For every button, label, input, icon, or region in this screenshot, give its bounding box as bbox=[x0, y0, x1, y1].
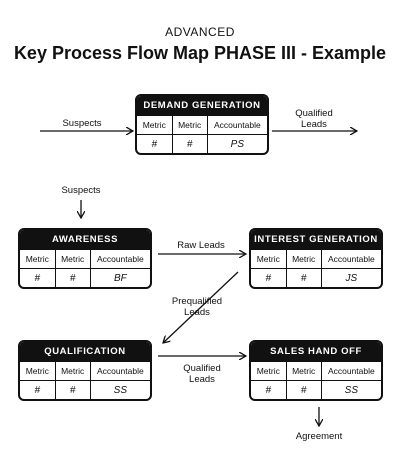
agreement-label: Agreement bbox=[295, 431, 343, 442]
metric-label: Metric bbox=[286, 362, 322, 381]
box-title: QUALIFICATION bbox=[20, 342, 150, 362]
metric-label: Metric bbox=[137, 116, 173, 135]
accountable-label: Accountable bbox=[207, 116, 267, 135]
metric-value: # bbox=[20, 380, 56, 399]
metric-value: # bbox=[137, 134, 173, 153]
suspects-down-label: Suspects bbox=[61, 185, 101, 196]
accountable-value: JS bbox=[345, 273, 358, 284]
metric-label: Metric bbox=[286, 250, 322, 269]
box-title: AWARENESS bbox=[20, 230, 150, 250]
box-title: SALES HAND OFF bbox=[251, 342, 381, 362]
metric-value: # bbox=[172, 134, 208, 153]
metric-label: Metric bbox=[251, 250, 287, 269]
metric-label: Metric bbox=[251, 362, 287, 381]
prequalified-label: Prequalified Leads bbox=[171, 296, 223, 318]
metric-value: # bbox=[286, 268, 322, 287]
arrow-prequalified bbox=[163, 271, 239, 343]
metric-label: Metric bbox=[20, 362, 56, 381]
demand-generation-box: DEMAND GENERATION Metric Metric Accounta… bbox=[135, 94, 269, 155]
accountable-value: SS bbox=[113, 385, 128, 396]
accountable-value: SS bbox=[344, 385, 359, 396]
accountable-label: Accountable bbox=[90, 250, 150, 269]
metric-label: Metric bbox=[20, 250, 56, 269]
qualified-out-label: Qualified Leads bbox=[295, 108, 333, 130]
metric-value: # bbox=[251, 380, 287, 399]
accountable-value: BF bbox=[113, 273, 127, 284]
raw-leads-label: Raw Leads bbox=[177, 240, 225, 251]
interest-generation-box: INTEREST GENERATION Metric Metric Accoun… bbox=[249, 228, 383, 289]
eyebrow-label: ADVANCED bbox=[165, 25, 235, 39]
metric-value: # bbox=[55, 268, 91, 287]
awareness-box: AWARENESS Metric Metric Accountable # # … bbox=[18, 228, 152, 289]
metric-value: # bbox=[20, 268, 56, 287]
metric-label: Metric bbox=[55, 362, 91, 381]
metric-value: # bbox=[55, 380, 91, 399]
page-title: Key Process Flow Map PHASE III - Example bbox=[13, 43, 387, 63]
metric-value: # bbox=[251, 268, 287, 287]
box-title: INTEREST GENERATION bbox=[251, 230, 381, 250]
accountable-label: Accountable bbox=[321, 362, 381, 381]
accountable-label: Accountable bbox=[90, 362, 150, 381]
metric-label: Metric bbox=[172, 116, 208, 135]
accountable-label: Accountable bbox=[321, 250, 381, 269]
metric-label: Metric bbox=[55, 250, 91, 269]
sales-hand-off-box: SALES HAND OFF Metric Metric Accountable… bbox=[249, 340, 383, 401]
box-title: DEMAND GENERATION bbox=[137, 96, 267, 116]
qualification-box: QUALIFICATION Metric Metric Accountable … bbox=[18, 340, 152, 401]
accountable-value: PS bbox=[230, 139, 245, 150]
qualified-mid-label: Qualified Leads bbox=[183, 363, 221, 385]
metric-value: # bbox=[286, 380, 322, 399]
suspects-in-label: Suspects bbox=[62, 118, 102, 129]
